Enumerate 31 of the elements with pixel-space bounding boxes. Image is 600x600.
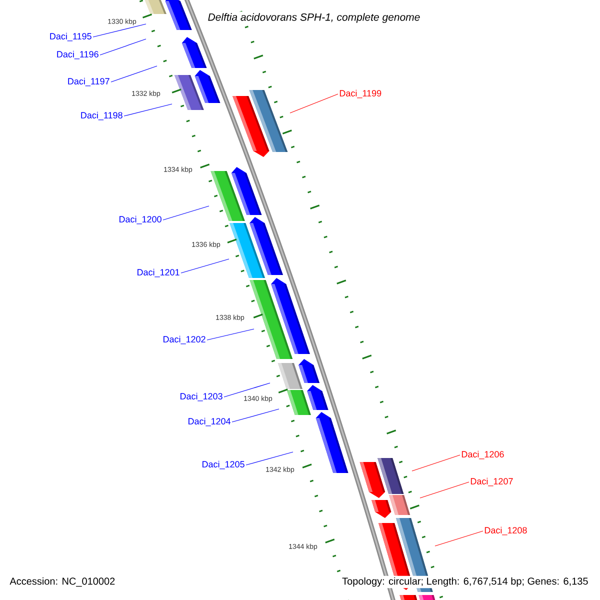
title: Delftia acidovorans SPH-1, complete genome: [206, 12, 422, 24]
leader-line: [180, 258, 230, 274]
leader-line: [224, 382, 270, 398]
leader-line: [434, 530, 484, 546]
leader-line: [162, 206, 210, 220]
leader-line: [100, 38, 146, 56]
gene-label: Daci_1206: [462, 450, 504, 460]
gene-label: Daci_1195: [50, 32, 92, 42]
gene-label: Daci_1197: [68, 78, 110, 86]
gene-label: Daci_1196: [57, 50, 98, 60]
leader-line: [92, 24, 146, 38]
leader-line: [412, 454, 460, 472]
leader-line: [420, 482, 470, 498]
gene-label: Daci_1203: [180, 392, 222, 402]
leader-line: [110, 66, 158, 82]
gene-label: Daci_1204: [188, 418, 231, 426]
info-text: Topology: circular; Length: 6,767,514 bp; Genes: 6,135: [340, 576, 590, 588]
leader-line: [290, 94, 338, 114]
leader-line: [124, 104, 172, 116]
gene-label: Daci_1205: [202, 460, 244, 470]
info-text: Accession: NC_010002: [8, 576, 117, 588]
leader-line: [206, 328, 254, 340]
gene-label: Daci_1200: [120, 216, 162, 224]
gene-label: Daci_1201: [138, 268, 180, 278]
gene-label: Daci_1202: [164, 336, 206, 344]
gene-label: Daci_1207: [470, 478, 513, 486]
leader-line: [246, 452, 294, 466]
gene-label: Daci_1198: [81, 112, 122, 120]
leader-line: [232, 408, 280, 422]
gene-label: Daci_1199: [340, 90, 382, 98]
gene-label: Daci_1208: [484, 526, 527, 536]
